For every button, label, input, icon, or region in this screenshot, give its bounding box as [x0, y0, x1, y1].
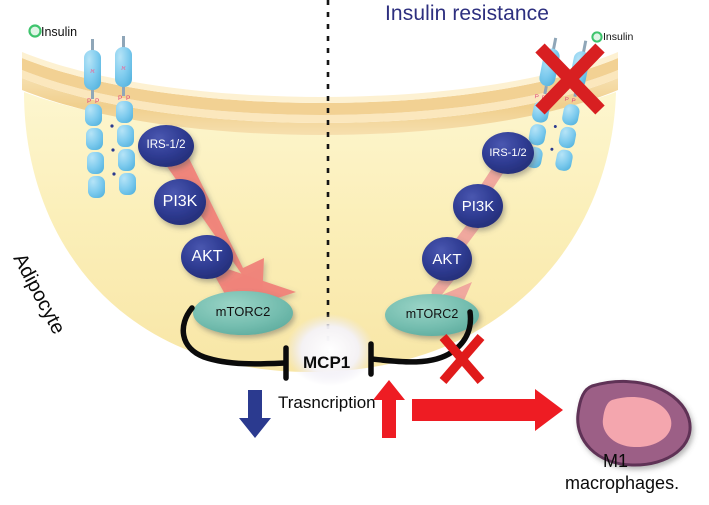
- insulin-dot-left-icon: [28, 24, 42, 38]
- node-label-mtorc2-right: mTORC2: [405, 307, 459, 321]
- mtorc2-left: [193, 291, 293, 335]
- m1-macrophage: [576, 379, 692, 467]
- svg-text:P: P: [534, 94, 539, 101]
- transcription-up-arrow: [373, 380, 405, 438]
- insulin-label-right: Insulin: [603, 31, 634, 43]
- blocked-inhibition-x-icon: [439, 334, 485, 384]
- mcp1-label: MCP1: [303, 353, 351, 372]
- mtorc2-right: [385, 294, 479, 336]
- insulin-label-left: Insulin: [41, 25, 78, 39]
- node-label-mtorc2-left: mTORC2: [215, 304, 271, 319]
- svg-text:P: P: [126, 95, 130, 102]
- svg-text:P: P: [118, 95, 122, 102]
- plasma-membrane: [22, 52, 618, 135]
- svg-text:P: P: [87, 98, 91, 105]
- page-title: Insulin resistance: [385, 2, 550, 25]
- node-pi3k-left: [154, 179, 206, 225]
- node-irs-right: [482, 132, 534, 174]
- macrophage-label-line1: M1: [603, 451, 629, 471]
- node-akt-right: [422, 237, 472, 281]
- macrophage-activation-arrow: [412, 389, 563, 431]
- mcp1-glow: [286, 314, 374, 386]
- inhibition-left: [180, 305, 289, 381]
- blocked-receptor-x-icon: [535, 43, 605, 115]
- transcription-down-arrow: [239, 390, 271, 438]
- node-akt-left: [181, 235, 233, 279]
- node-irs-left: [138, 125, 194, 167]
- macrophage-label-line2: macrophages.: [565, 473, 680, 493]
- svg-text:P: P: [564, 97, 569, 104]
- svg-text:P: P: [571, 98, 576, 105]
- svg-text:א: א: [90, 68, 95, 75]
- svg-text:א: א: [121, 65, 126, 72]
- svg-text:P: P: [95, 98, 99, 105]
- insulin-dot-right-icon: [591, 31, 603, 43]
- transcription-label: Trasncription: [278, 393, 376, 412]
- node-pi3k-right: [453, 184, 503, 228]
